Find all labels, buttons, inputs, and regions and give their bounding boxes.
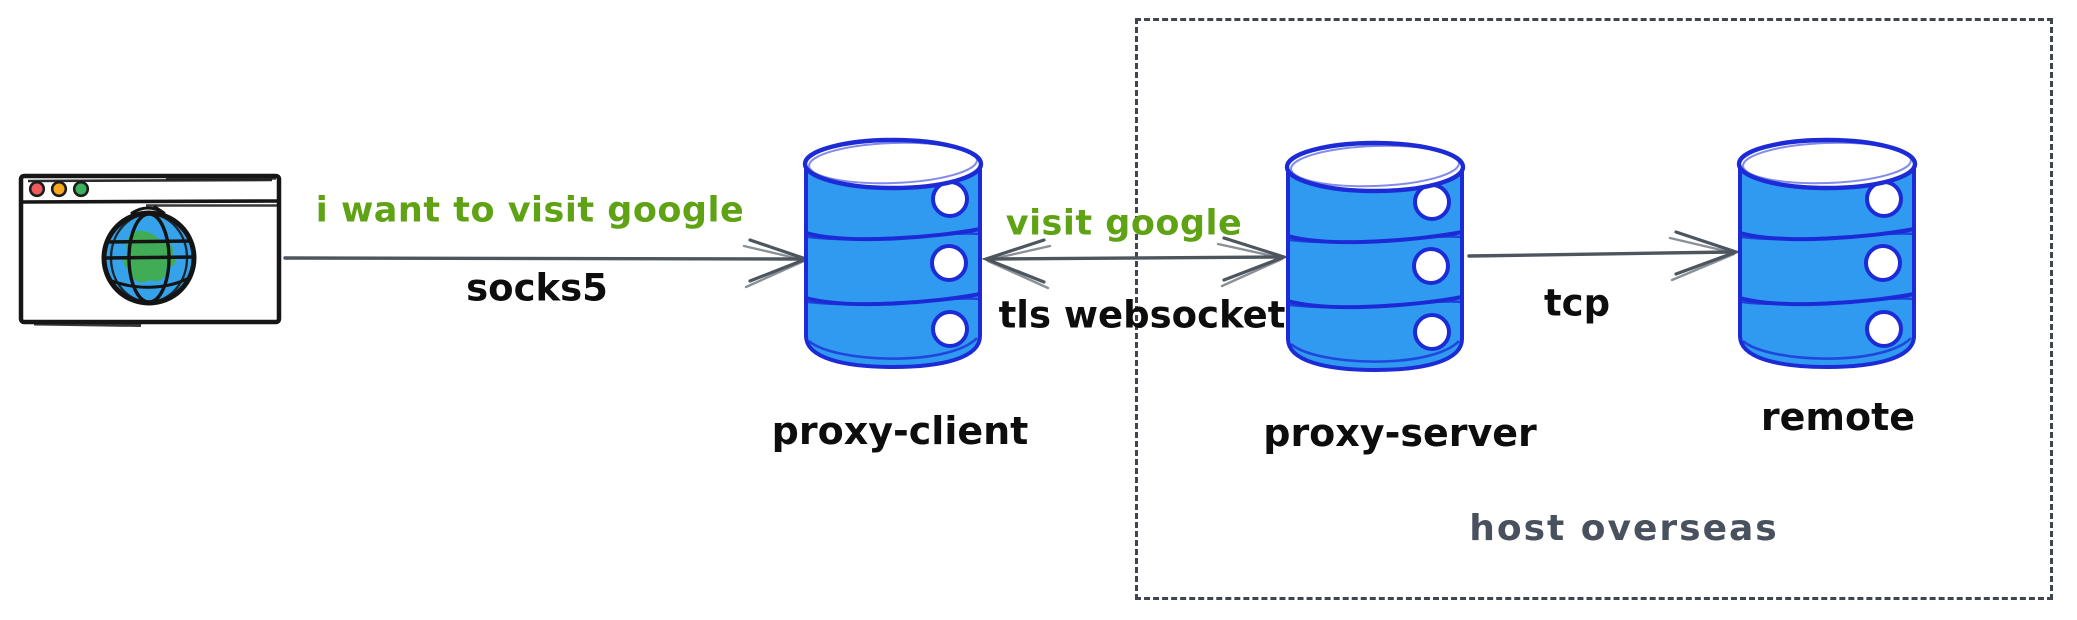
edge-label-i-want-to-visit-google: i want to visit google	[315, 190, 745, 231]
host-overseas-group-box	[1135, 18, 2053, 600]
database-icon-proxy-server	[1284, 140, 1466, 372]
node-label-proxy-client: proxy-client	[771, 409, 1029, 453]
edge-label-tls-websocket: tls websocket	[998, 293, 1286, 337]
database-icon-remote	[1736, 137, 1918, 369]
edge-label-visit-google: visit google	[1005, 203, 1243, 244]
traffic-lights-icon	[28, 180, 90, 198]
arrow-proxy-server-to-remote	[1467, 230, 1741, 282]
node-label-proxy-server: proxy-server	[1263, 411, 1537, 455]
node-label-remote: remote	[1760, 395, 1916, 439]
arrow-proxy-client-to-proxy-server	[981, 236, 1289, 290]
host-overseas-label: host overseas	[1469, 508, 1779, 549]
database-icon-proxy-client	[802, 137, 984, 369]
edge-label-tcp: tcp	[1543, 281, 1611, 325]
browser-globe-icon	[18, 173, 282, 327]
globe-icon	[101, 205, 197, 306]
edge-label-socks5: socks5	[466, 266, 608, 310]
arrow-browser-to-proxy-client	[283, 238, 811, 289]
